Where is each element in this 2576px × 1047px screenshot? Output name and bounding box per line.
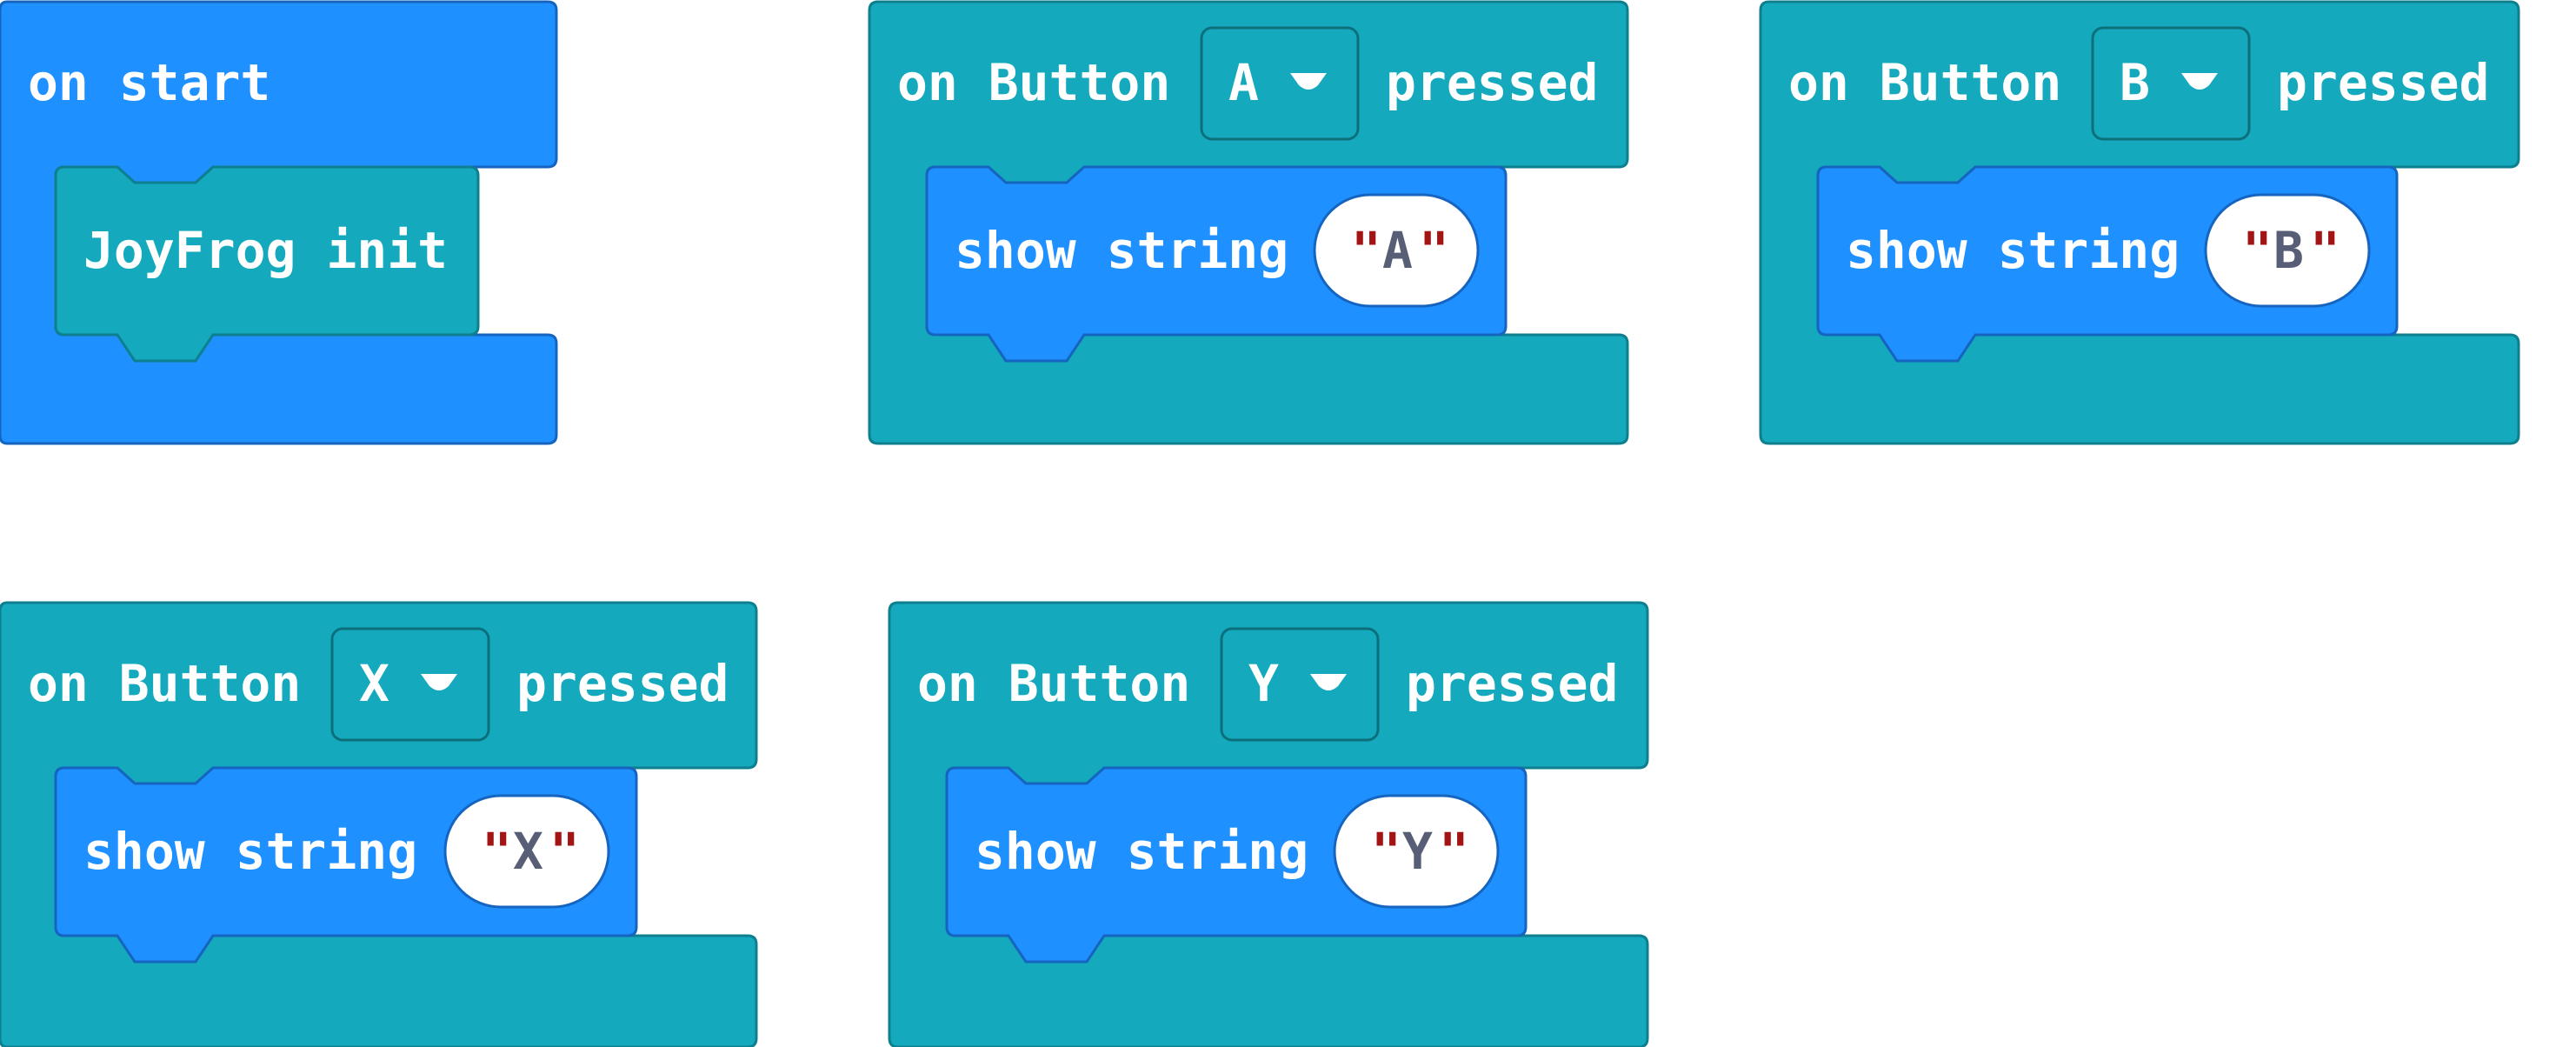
- string-input-y[interactable]: " Y ": [1333, 794, 1500, 909]
- button-b-prefix: on Button: [1788, 53, 2061, 112]
- button-b-dropdown-box[interactable]: [2091, 26, 2251, 141]
- string-input-y-open-quote: ": [1371, 822, 1401, 881]
- string-input-x[interactable]: " X ": [443, 794, 610, 909]
- on-start-block[interactable]: on start JoyFrog init: [0, 0, 558, 445]
- string-input-a-bubble[interactable]: [1313, 193, 1480, 308]
- string-input-a-open-quote: ": [1351, 221, 1381, 280]
- show-string-x-label: show string: [83, 822, 417, 881]
- string-input-x-bubble[interactable]: [443, 794, 610, 909]
- button-y-dropdown[interactable]: Y: [1220, 627, 1380, 742]
- string-input-a[interactable]: " A ": [1313, 193, 1480, 308]
- string-input-y-value: Y: [1402, 822, 1433, 881]
- button-a-pressed-block[interactable]: on Button A pressed show string " A ": [868, 0, 1629, 445]
- button-x-dropdown[interactable]: X: [330, 627, 490, 742]
- show-string-y-block[interactable]: show string " Y ": [945, 766, 1528, 964]
- joyfrog-init-label: JoyFrog init: [83, 221, 448, 280]
- string-input-y-close-quote: ": [1439, 822, 1469, 881]
- string-input-b-value: B: [2273, 221, 2304, 280]
- button-b-pressed-block[interactable]: on Button B pressed show string " B ": [1759, 0, 2520, 445]
- chevron-down-icon: [1290, 73, 1327, 90]
- button-y-dropdown-box[interactable]: [1220, 627, 1380, 742]
- chevron-down-icon: [421, 674, 457, 690]
- button-x-dropdown-box[interactable]: [330, 627, 490, 742]
- button-y-pressed-block[interactable]: on Button Y pressed show string " Y ": [888, 601, 1649, 1047]
- show-string-a-block[interactable]: show string " A ": [925, 165, 1508, 363]
- chevron-down-icon: [1310, 674, 1347, 690]
- button-a-dropdown[interactable]: A: [1200, 26, 1360, 141]
- show-string-b-block[interactable]: show string " B ": [1816, 165, 2399, 363]
- show-string-x-block[interactable]: show string " X ": [54, 766, 638, 964]
- button-y-suffix: pressed: [1406, 654, 1618, 713]
- string-input-x-value: X: [513, 822, 543, 881]
- button-y-prefix: on Button: [917, 654, 1190, 713]
- button-a-suffix: pressed: [1386, 53, 1598, 112]
- button-a-dropdown-value: A: [1228, 53, 1259, 112]
- button-x-pressed-block[interactable]: on Button X pressed show string " X ": [0, 601, 758, 1047]
- on-start-label: on start: [28, 53, 270, 112]
- button-a-prefix: on Button: [897, 53, 1170, 112]
- string-input-x-open-quote: ": [482, 822, 512, 881]
- string-input-b-bubble[interactable]: [2204, 193, 2371, 308]
- button-y-dropdown-value: Y: [1248, 654, 1279, 713]
- show-string-a-label: show string: [955, 221, 1288, 280]
- button-b-suffix: pressed: [2277, 53, 2489, 112]
- string-input-x-close-quote: ": [549, 822, 580, 881]
- chevron-down-icon: [2181, 73, 2218, 90]
- string-input-b-close-quote: ": [2310, 221, 2340, 280]
- string-input-a-value: A: [1382, 221, 1413, 280]
- button-a-dropdown-box[interactable]: [1200, 26, 1360, 141]
- joyfrog-init-block[interactable]: JoyFrog init: [54, 165, 480, 363]
- button-b-dropdown-value: B: [2120, 53, 2150, 112]
- joyfrog-init-block-body[interactable]: [54, 165, 480, 363]
- show-string-b-label: show string: [1846, 221, 2180, 280]
- show-string-y-label: show string: [975, 822, 1308, 881]
- string-input-y-bubble[interactable]: [1333, 794, 1500, 909]
- string-input-b-open-quote: ": [2242, 221, 2273, 280]
- button-x-suffix: pressed: [516, 654, 729, 713]
- string-input-a-close-quote: ": [1419, 221, 1449, 280]
- button-b-dropdown[interactable]: B: [2091, 26, 2251, 141]
- button-x-prefix: on Button: [28, 654, 301, 713]
- string-input-b[interactable]: " B ": [2204, 193, 2371, 308]
- button-x-dropdown-value: X: [359, 654, 389, 713]
